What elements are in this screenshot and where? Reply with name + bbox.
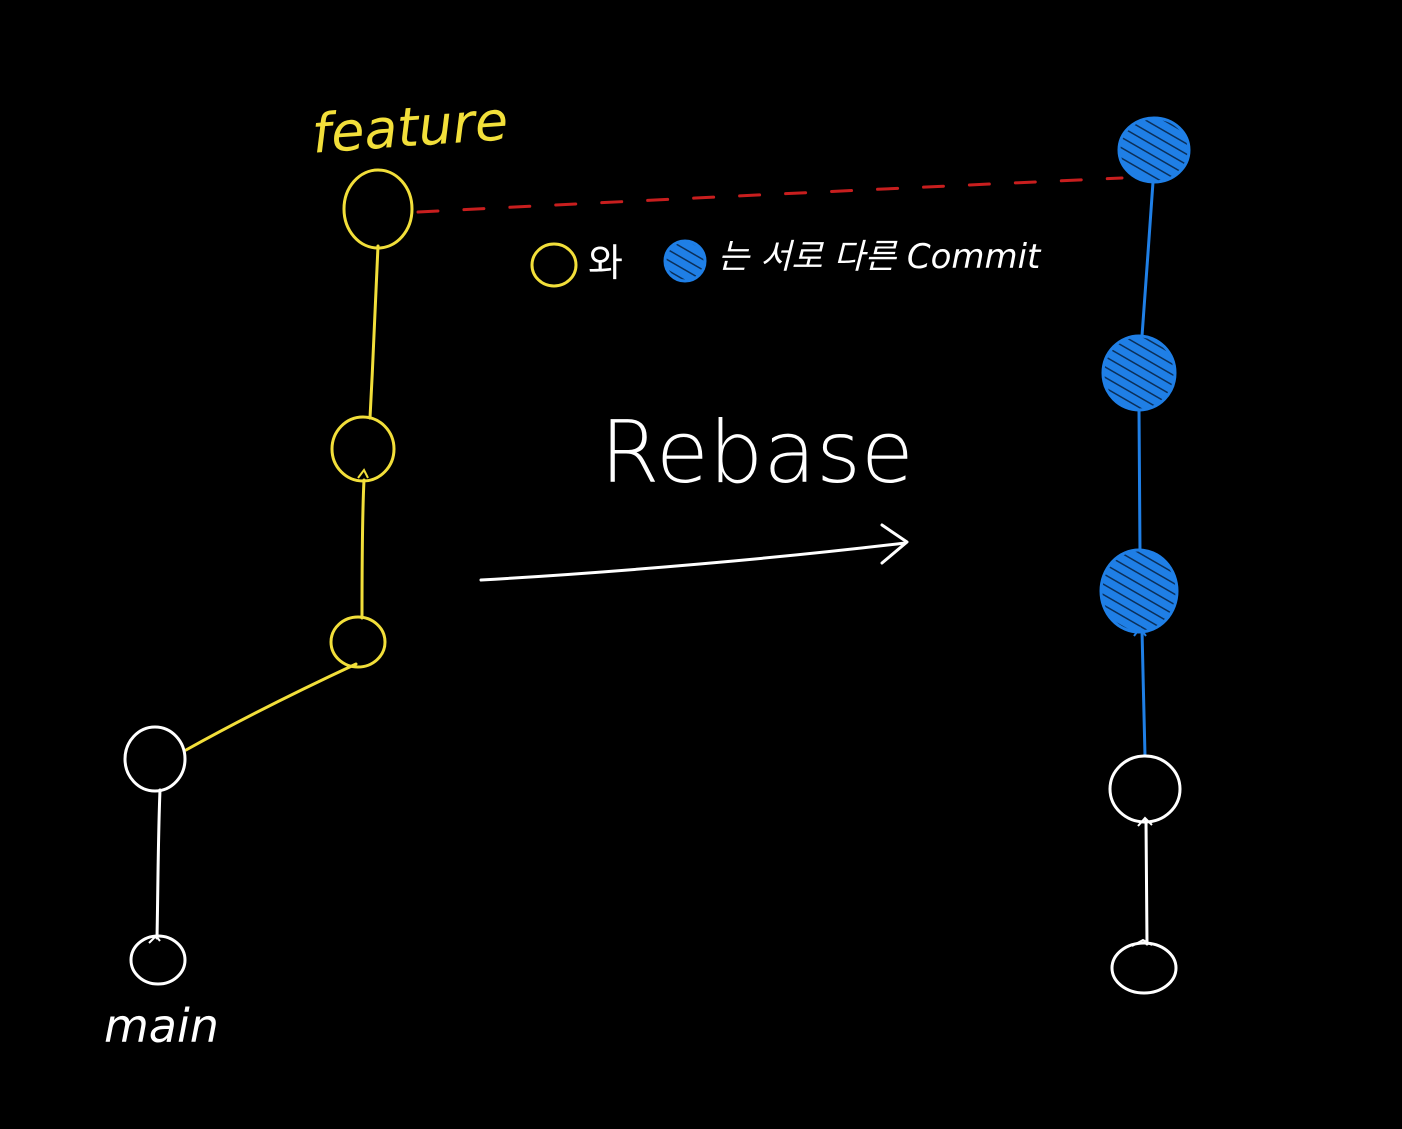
right-main-commit-2-tick: [1137, 816, 1153, 827]
left-feature-commit-2-tick: [357, 468, 369, 479]
left-main-commit-2: [123, 725, 187, 793]
left-main-commit-1-tick: [148, 934, 161, 944]
right-main-commit-1: [1110, 941, 1178, 995]
legend-rebased-commit-icon: [663, 239, 707, 283]
right-main-commit-1-tick: [1131, 938, 1153, 947]
right-rebased-commit-1-tick: [1133, 626, 1147, 637]
rebase-label: Rebase: [600, 403, 914, 503]
left-feature-commit-3: [342, 168, 414, 250]
main-label: main: [104, 999, 219, 1053]
right-rebased-edge-2: [1137, 408, 1142, 554]
left-main-edge: [155, 788, 162, 940]
left-feature-edge-1: [360, 478, 366, 620]
right-main-commit-2: [1108, 754, 1182, 824]
feature-label: feature: [310, 89, 510, 166]
left-feature-commit-1: [329, 615, 387, 669]
same-commit-dashed-link: [416, 176, 1124, 214]
left-feature-edge-2: [368, 244, 380, 420]
right-main-edge: [1144, 818, 1149, 946]
right-rebased-commit-1: [1099, 548, 1179, 634]
left-feature-commit-2: [330, 415, 396, 483]
left-main-commit-1: [129, 934, 187, 986]
right-rebased-commit-2: [1101, 334, 1177, 412]
legend-description-text: 는 서로 다른 Commit: [718, 237, 1042, 277]
right-rebased-commit-3: [1117, 116, 1191, 184]
left-branch-edge: [184, 662, 358, 752]
rebase-arrow-icon: [479, 523, 909, 582]
right-rebased-edge-3: [1140, 180, 1155, 338]
right-rebased-edge-1: [1140, 628, 1147, 758]
legend-wa-text: 와: [588, 241, 623, 285]
legend-feature-commit-icon: [530, 242, 578, 288]
